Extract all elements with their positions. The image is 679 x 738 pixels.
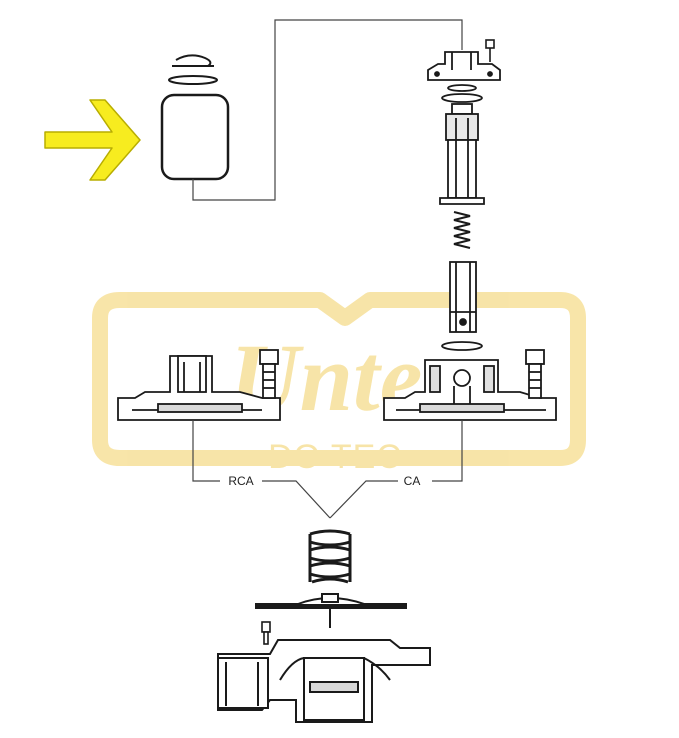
washer	[441, 341, 483, 351]
valve-pin	[449, 261, 477, 333]
watermark-tagline: DO TEC	[268, 438, 402, 476]
filter-cap	[160, 54, 230, 181]
bolt-left-icon	[259, 349, 279, 399]
top-flange	[427, 51, 501, 81]
housing-rca	[117, 355, 281, 421]
valve-plunger	[439, 84, 485, 205]
diaphragm	[255, 593, 407, 628]
leader-lines-variant	[192, 420, 463, 519]
housing-ca	[383, 359, 557, 421]
main-spring	[308, 529, 352, 584]
small-pin-icon	[261, 621, 271, 645]
pointer-arrow-icon	[44, 99, 141, 181]
label-ca: CA	[404, 474, 421, 488]
bottom-housing	[217, 639, 431, 723]
bolt-right-icon	[525, 349, 545, 399]
small-screw-icon	[485, 39, 495, 62]
leader-line-top	[192, 19, 463, 201]
label-rca: RCA	[228, 474, 253, 488]
small-spring	[453, 211, 471, 249]
watermark-frame	[92, 292, 586, 466]
